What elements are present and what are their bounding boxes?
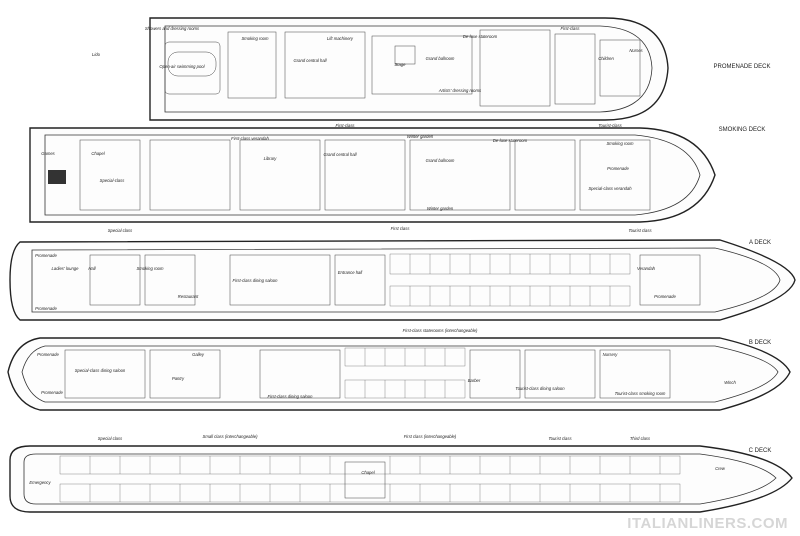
- room-label: Hall: [88, 266, 96, 271]
- room-label: Winter garden: [427, 206, 454, 211]
- room-label: Grand ballroom: [426, 158, 455, 163]
- deck-name-promenade: PROMENADE DECK: [713, 64, 770, 70]
- room-label: Lido: [92, 52, 101, 57]
- deck-name-smoking: SMOKING DECK: [719, 127, 766, 133]
- room-label: Verandah: [637, 266, 656, 271]
- room-label: Special-class dining saloon: [75, 368, 126, 373]
- room-label: Smoking room: [137, 266, 165, 271]
- room-label: Promenade: [654, 294, 676, 299]
- room-label: Grand central hall: [293, 58, 327, 63]
- room-label: Grand central hall: [323, 152, 357, 157]
- deck-name-b: B DECK: [749, 340, 771, 346]
- room-label: Special class: [108, 228, 133, 233]
- c-deck: [9, 445, 793, 513]
- room-label: Special class: [98, 436, 123, 441]
- a-deck: [9, 239, 796, 321]
- room-label: Tourist class: [548, 436, 572, 441]
- room-label: Games: [41, 151, 55, 156]
- room-label: Promenade: [41, 390, 63, 395]
- room-label: Lift machinery: [327, 36, 354, 41]
- room-label: Third class: [630, 436, 651, 441]
- room-label: Special-class verandah: [588, 186, 632, 191]
- room-label: First-class dining saloon: [233, 278, 279, 283]
- smoking-deck: [29, 127, 716, 223]
- room-label: First-class staterooms (interchangeable): [403, 328, 478, 333]
- promenade-deck: [149, 17, 669, 121]
- room-label: De-luxe stateroom: [463, 34, 498, 39]
- deck-labels: PROMENADE DECK Lido Showers and dressing r…: [29, 26, 771, 485]
- room-label: Tourist-class smoking room: [615, 391, 666, 396]
- room-label: Barber: [468, 378, 481, 383]
- watermark: ITALIANLINERS.COM: [627, 515, 788, 532]
- room-label: Artists' dressing rooms: [438, 88, 482, 93]
- room-label: Grand ballroom: [426, 56, 455, 61]
- room-label: Smoking room: [242, 36, 270, 41]
- room-label: Stage: [395, 62, 407, 67]
- room-label: Entrance hall: [338, 270, 364, 275]
- room-label: Smoking room: [607, 141, 635, 146]
- room-label: Promenade: [35, 253, 57, 258]
- room-label: Showers and dressing rooms: [145, 26, 200, 31]
- room-label: Tourist-class dining saloon: [515, 386, 565, 391]
- room-label: Children: [598, 56, 614, 61]
- room-label: De-luxe stateroom: [493, 138, 528, 143]
- room-label: Small class (interchangeable): [203, 434, 259, 439]
- room-label: Open-air swimming pool: [159, 64, 205, 69]
- room-label: Winter garden: [407, 134, 434, 139]
- room-label: Promenade: [607, 166, 629, 171]
- room-label: Tourist class: [628, 228, 652, 233]
- room-label: Pantry: [172, 376, 185, 381]
- room-label: Special-class: [100, 178, 126, 183]
- room-label: First-class verandah: [231, 136, 269, 141]
- room-label: First class (interchangeable): [404, 434, 457, 439]
- room-label: Nurses: [629, 48, 643, 53]
- deck-name-c: C DECK: [749, 448, 772, 454]
- room-label: Tourist-class: [598, 123, 622, 128]
- room-label: Library: [264, 156, 278, 161]
- room-label: First-class dining saloon: [268, 394, 314, 399]
- room-label: Restaurant: [178, 294, 199, 299]
- room-label: First-class: [560, 26, 580, 31]
- room-label: Winch: [724, 380, 736, 385]
- room-label: Nursery: [603, 352, 619, 357]
- room-label: Promenade: [35, 306, 57, 311]
- room-label: Galley: [192, 352, 205, 357]
- room-label: Ladies' lounge: [52, 266, 80, 271]
- b-deck: [7, 337, 791, 411]
- room-label: Promenade: [37, 352, 59, 357]
- room-label: Emergency: [29, 480, 51, 485]
- room-label: Chapel: [361, 470, 375, 475]
- room-label: Crew: [715, 466, 726, 471]
- deck-name-a: A DECK: [749, 240, 771, 246]
- room-label: First class: [391, 226, 411, 231]
- room-label: Chapel: [91, 151, 105, 156]
- room-label: First-class: [335, 123, 355, 128]
